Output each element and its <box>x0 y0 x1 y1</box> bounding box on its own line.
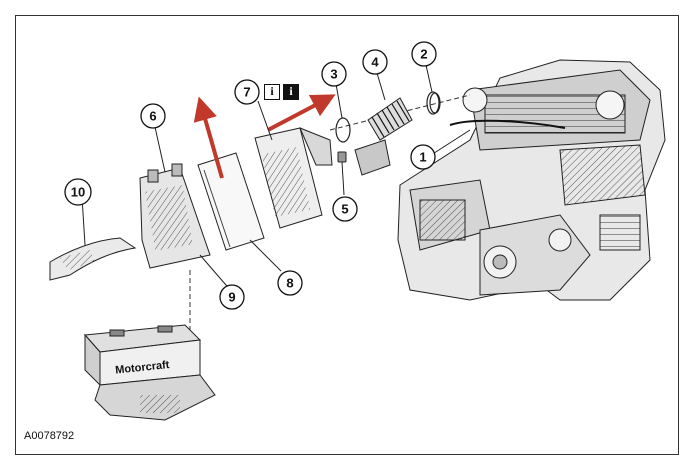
callout-circles <box>64 41 437 310</box>
battery: Motorcraft <box>83 324 216 421</box>
callout-6-label: 6 <box>149 109 156 124</box>
info-icon-dark: i <box>283 84 299 100</box>
callout-1-circle <box>410 144 436 170</box>
callout-1-label: 1 <box>419 150 426 165</box>
removal-arrows <box>193 94 336 179</box>
callout-9-label: 9 <box>228 290 235 305</box>
document-id: A0078792 <box>24 430 75 442</box>
battery-brand-label: Motorcraft <box>115 359 171 377</box>
arrow-up-left <box>193 96 224 179</box>
callout-2-circle <box>411 41 437 67</box>
callout-10-circle <box>64 178 92 206</box>
callout-5-label: 5 <box>341 202 348 217</box>
part-housing-6 <box>139 163 211 269</box>
info-icon: i <box>264 84 280 100</box>
part-sensor-5 <box>337 151 347 163</box>
callout-9-circle <box>219 284 245 310</box>
callout-2-label: 2 <box>420 47 427 62</box>
callout-labels: 1 2 3 4 5 6 7 8 9 10 <box>71 47 428 305</box>
callout-5-circle <box>332 196 358 222</box>
callout-4-circle <box>362 49 388 75</box>
callout-3-circle <box>321 61 347 87</box>
callout-10-label: 10 <box>71 185 85 200</box>
part-clamp-2 <box>426 91 441 115</box>
arrow-up-right <box>267 94 336 132</box>
callout-6-circle <box>140 103 166 129</box>
callout-8-label: 8 <box>286 276 293 291</box>
callout-8-circle <box>277 270 303 296</box>
part-air-cleaner-cover-7 <box>254 127 333 229</box>
callout-7-circle <box>234 79 260 105</box>
callout-3-label: 3 <box>330 67 337 82</box>
part-intake-tube-4 <box>354 97 413 176</box>
part-clamp-3 <box>335 117 351 143</box>
callout-4-label: 4 <box>371 55 379 70</box>
leader-lines <box>81 64 471 293</box>
part-inlet-duct-10 <box>49 237 137 281</box>
callout-7-label: 7 <box>243 85 250 100</box>
part-filter-element-8 <box>197 152 265 251</box>
engine-assembly <box>397 59 666 301</box>
